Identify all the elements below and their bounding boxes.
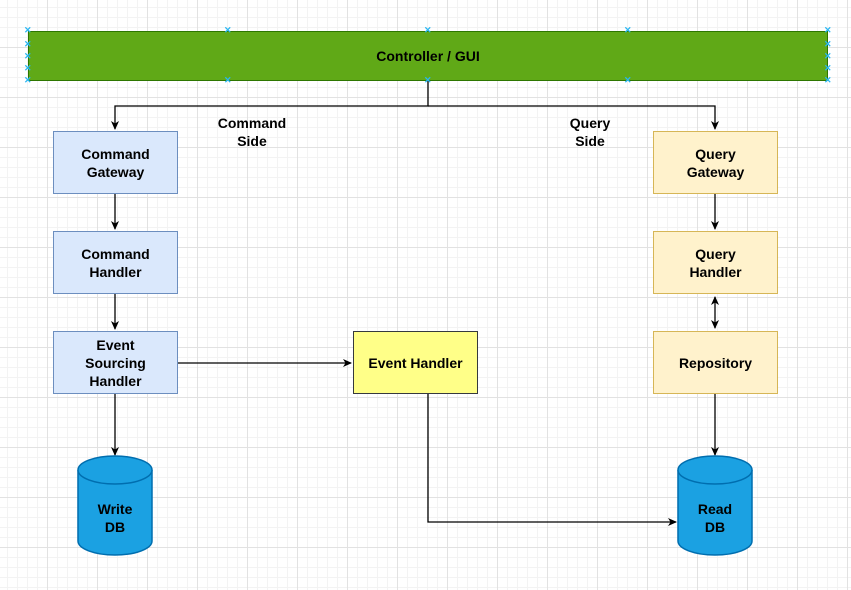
command-handler-box[interactable]: Command Handler: [53, 231, 178, 294]
controller-gui-box[interactable]: Controller / GUI: [28, 31, 828, 81]
selection-handle-icon[interactable]: ✕: [824, 63, 832, 73]
selection-handle-icon[interactable]: ✕: [824, 75, 832, 85]
repository-box[interactable]: Repository: [653, 331, 778, 394]
selection-handle-icon[interactable]: ✕: [24, 25, 32, 35]
selection-handle-icon[interactable]: ✕: [24, 39, 32, 49]
query-side-label: Query Side: [569, 115, 611, 149]
database-cylinder-icon[interactable]: [677, 455, 753, 556]
selection-handle-icon[interactable]: ✕: [224, 25, 232, 35]
selection-handle-icon[interactable]: ✕: [24, 51, 32, 61]
selection-handle-icon[interactable]: ✕: [24, 63, 32, 73]
selection-handle-icon[interactable]: ✕: [224, 75, 232, 85]
edge-controller-to-command-gateway[interactable]: [111, 81, 429, 130]
selection-handle-icon[interactable]: ✕: [624, 75, 632, 85]
selection-handle-icon[interactable]: ✕: [424, 75, 432, 85]
command-gateway-box[interactable]: Command Gateway: [53, 131, 178, 194]
database-cylinder-icon[interactable]: [77, 455, 153, 556]
selection-handle-icon[interactable]: ✕: [824, 25, 832, 35]
edge-event-handler-to-read-db[interactable]: [427, 394, 677, 526]
query-handler-box[interactable]: Query Handler: [653, 231, 778, 294]
edge-controller-to-query-gateway[interactable]: [428, 105, 719, 130]
event-sourcing-handler-box[interactable]: Event Sourcing Handler: [53, 331, 178, 394]
write-db-label: Write DB: [97, 501, 133, 535]
query-gateway-box[interactable]: Query Gateway: [653, 131, 778, 194]
selection-handle-icon[interactable]: ✕: [824, 39, 832, 49]
event-handler-box[interactable]: Event Handler: [353, 331, 478, 394]
read-db-label: Read DB: [697, 501, 733, 535]
selection-handle-icon[interactable]: ✕: [424, 25, 432, 35]
selection-handle-icon[interactable]: ✕: [624, 25, 632, 35]
selection-handle-icon[interactable]: ✕: [24, 75, 32, 85]
command-side-label: Command Side: [217, 115, 287, 149]
selection-handle-icon[interactable]: ✕: [824, 51, 832, 61]
